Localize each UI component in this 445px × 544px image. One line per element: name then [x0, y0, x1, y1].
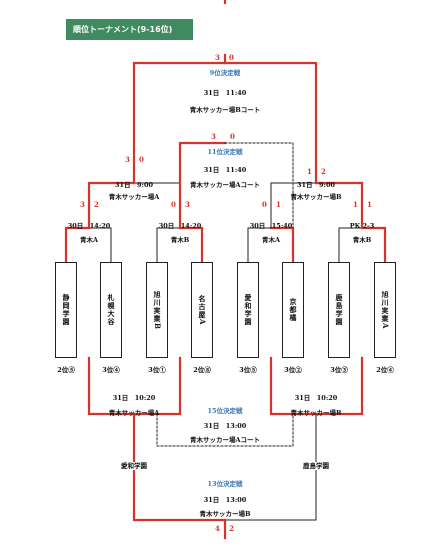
bracket-line: [223, 61, 318, 185]
team-box: 静岡学園: [55, 262, 77, 358]
score-r1-1-right: 2: [94, 200, 99, 209]
team-seed: 3位⑤: [239, 366, 257, 374]
team-name: 名古屋A: [198, 294, 207, 326]
page-title: 順位トーナメント(9-16位): [66, 19, 193, 40]
venue-11th: 青木サッカー場Aコート: [189, 181, 261, 189]
team-box: 鹿島学園: [328, 262, 350, 358]
team-name: 旭川実業A: [381, 290, 390, 330]
time-11th: 31日 11:40: [203, 166, 247, 174]
score-9th-left: 3: [215, 53, 220, 62]
bracket-line: [88, 227, 112, 263]
label-11th: 11位決定戦: [207, 148, 243, 156]
venue-sf1: 青木サッカー場A: [108, 193, 160, 201]
team-seed: 2位⑤: [57, 366, 75, 374]
bracket-line: [360, 226, 387, 264]
pk-r1-4: PK 2-3: [349, 222, 375, 230]
score-r1-2-right: 3: [185, 200, 190, 209]
bracket-line: [156, 227, 181, 263]
team-name: 鹿島学園: [335, 294, 344, 326]
time-cons1: 31日 10:20: [112, 394, 156, 402]
venue-r1-4: 青木B: [352, 236, 372, 244]
bracket-line: [269, 226, 295, 264]
time-sf2: 31日 9:00: [296, 181, 336, 189]
team-name: 京都橘: [289, 298, 298, 322]
team-name: 愛和学園: [244, 294, 253, 326]
time-cons2: 31日 10:20: [294, 394, 338, 402]
time-sf1: 31日 9:00: [114, 181, 154, 189]
bracket-line: [338, 227, 363, 263]
team-box: 札幌大谷: [100, 262, 122, 358]
team-name: 旭川実業B: [153, 290, 162, 330]
team-name: 静岡学園: [62, 294, 71, 326]
team-13th-left: 愛和学園: [119, 462, 149, 470]
score-r1-4-left: 1: [353, 200, 358, 209]
team-box: 名古屋A: [191, 262, 213, 358]
venue-13th: 青木サッカー場B: [199, 510, 251, 518]
score-13th-left: 4: [215, 524, 220, 533]
bracket-line: [314, 356, 364, 416]
team-box: 京都橘: [282, 262, 304, 358]
score-sf1-left: 3: [125, 155, 130, 164]
score-r1-1-left: 3: [80, 200, 85, 209]
venue-15th: 青木サッカー場Aコート: [189, 436, 261, 444]
score-13th-right: 2: [229, 524, 234, 533]
label-13th: 13位決定戦: [207, 480, 243, 488]
bracket-line: [132, 412, 227, 522]
score-sf2-left: 1: [307, 167, 312, 176]
team-seed: 3位③: [330, 366, 348, 374]
bracket-line: [87, 356, 136, 416]
team-seed: 2位⑧: [193, 366, 211, 374]
venue-r1-3: 青木A: [261, 236, 281, 244]
bracket-line: [64, 226, 91, 264]
time-15th: 31日 13:00: [203, 422, 247, 430]
bracket-line: [178, 226, 204, 264]
bracket-line: [87, 181, 136, 230]
time-r1-2: 30日 14:20: [158, 222, 202, 230]
score-11th-left: 3: [211, 132, 216, 141]
score-r1-3-right: 1: [276, 200, 281, 209]
time-r1-1: 30日 14:20: [67, 222, 111, 230]
bracket-line: [224, 142, 294, 229]
label-9th: 9位決定戦: [209, 69, 241, 77]
label-15th: 15位決定戦: [207, 407, 243, 415]
bracket-line: [224, 413, 317, 521]
score-r1-3-left: 0: [262, 200, 267, 209]
venue-9th: 青木サッカー場Bコート: [189, 106, 261, 114]
team-seed: 3位②: [284, 366, 302, 374]
score-11th-right: 0: [230, 132, 235, 141]
team-13th-right: 鹿島学園: [301, 462, 331, 470]
bracket-line: [269, 356, 318, 416]
score-9th-right: 0: [229, 53, 234, 62]
venue-r1-1: 青木A: [79, 236, 99, 244]
time-9th: 31日 11:40: [203, 89, 247, 97]
bracket-line: [132, 61, 227, 185]
venue-cons1: 青木サッカー場A: [108, 409, 160, 417]
bracket-line: [132, 356, 182, 416]
team-box: 愛和学園: [237, 262, 259, 358]
bracket-line: [247, 227, 272, 263]
team-box: 旭川実業A: [374, 262, 396, 358]
team-seed: 3位④: [102, 366, 120, 374]
bracket-line: [178, 141, 227, 230]
team-box: 旭川実業B: [146, 262, 168, 358]
score-sf2-right: 2: [321, 167, 326, 176]
team-seed: 3位①: [148, 366, 166, 374]
venue-sf2: 青木サッカー場B: [290, 193, 342, 201]
score-r1-4-right: 1: [367, 200, 372, 209]
team-seed: 2位④: [376, 366, 394, 374]
time-13th: 31日 13:00: [203, 496, 247, 504]
venue-r1-2: 青木B: [170, 236, 190, 244]
bracket-line: [270, 182, 317, 229]
team-name: 札幌大谷: [107, 294, 116, 326]
score-sf1-right: 0: [139, 155, 144, 164]
score-r1-2-left: 0: [171, 200, 176, 209]
venue-cons2: 青木サッカー場B: [290, 409, 342, 417]
time-r1-3: 30日 15:40: [249, 222, 293, 230]
bracket-line: [156, 413, 294, 447]
bracket-line: [314, 181, 364, 230]
